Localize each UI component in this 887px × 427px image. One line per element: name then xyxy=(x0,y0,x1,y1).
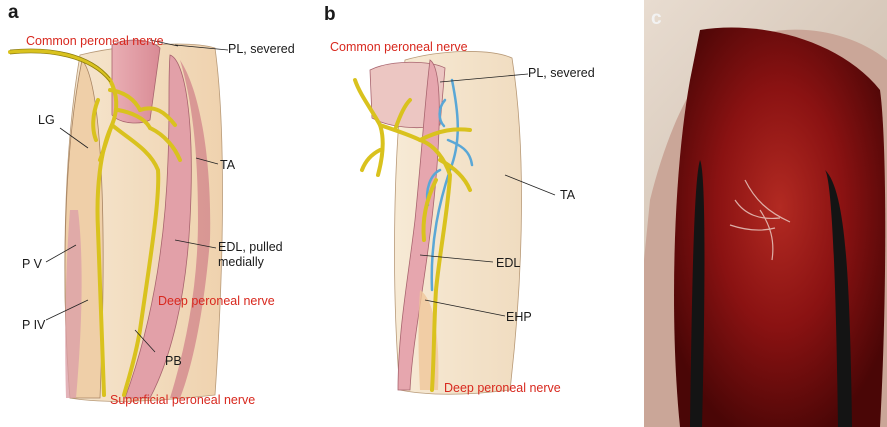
surgical-field xyxy=(674,28,885,427)
label-ta-b: TA xyxy=(560,188,575,202)
label-pl-severed-b: PL, severed xyxy=(528,66,595,80)
label-ehp-b: EHP xyxy=(506,310,532,324)
label-deep-peroneal-nerve: Deep peroneal nerve xyxy=(158,294,275,308)
label-edl-pulled: EDL, pulled xyxy=(218,240,283,254)
panel-b-letter: b xyxy=(324,4,336,26)
label-superficial-peroneal-nerve: Superficial peroneal nerve xyxy=(110,393,255,407)
panel-c-letter: c xyxy=(651,8,662,30)
label-piv: P IV xyxy=(22,318,45,332)
label-deep-peroneal-nerve-b: Deep peroneal nerve xyxy=(444,381,561,395)
label-common-peroneal-nerve: Common peroneal nerve xyxy=(26,34,164,48)
label-common-peroneal-nerve-b: Common peroneal nerve xyxy=(330,40,468,54)
label-edl-medially: medially xyxy=(218,255,264,269)
label-pl-severed: PL, severed xyxy=(228,42,295,56)
label-pv: P V xyxy=(22,257,42,271)
label-edl-b: EDL xyxy=(496,256,520,270)
label-pb: PB xyxy=(165,354,182,368)
panel-a-letter: a xyxy=(8,2,19,24)
label-ta: TA xyxy=(220,158,235,172)
label-lg: LG xyxy=(38,113,55,127)
